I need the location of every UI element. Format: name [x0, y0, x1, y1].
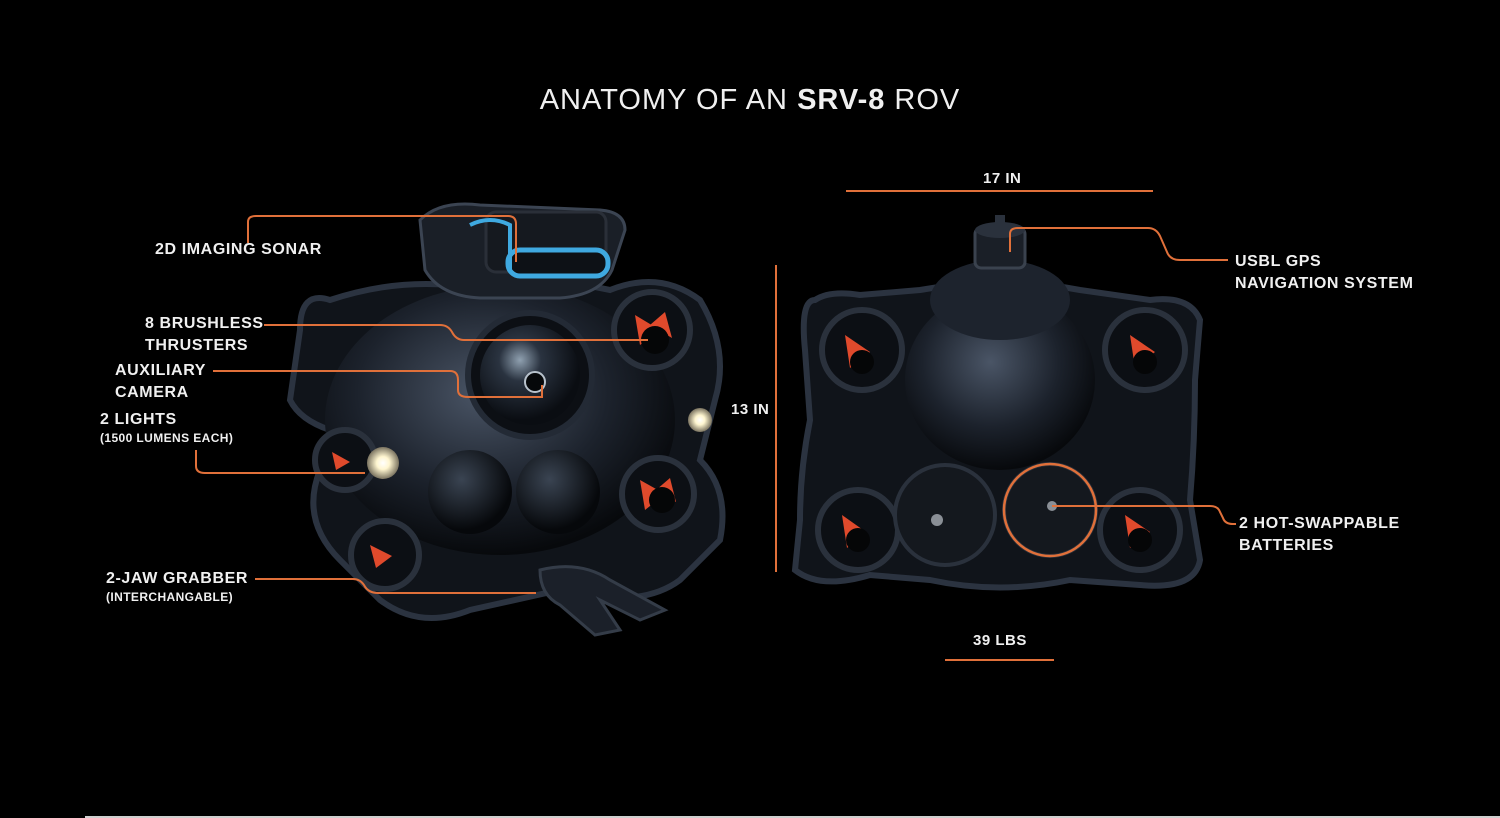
light-left [367, 447, 399, 479]
label-grabber: 2-JAW GRABBER (INTERCHANGABLE) [106, 568, 248, 604]
camera-leader [213, 370, 543, 398]
label-thrusters-line1: 8 BRUSHLESS [145, 315, 264, 332]
label-camera-line2: CAMERA [115, 384, 189, 401]
label-lights: 2 LIGHTS (1500 LUMENS EACH) [100, 409, 233, 445]
label-batteries-line2: BATTERIES [1239, 537, 1334, 554]
rov-rear-view [791, 215, 1204, 591]
lights-leader [195, 450, 365, 474]
thruster-left [312, 427, 378, 493]
label-sonar-text: 2D IMAGING SONAR [155, 241, 322, 258]
dimension-width: 17 IN [983, 170, 1022, 187]
battery-highlight [1002, 462, 1098, 558]
label-sonar: 2D IMAGING SONAR [155, 239, 322, 261]
thruster-rear-lower-left [815, 487, 901, 573]
light-right [688, 408, 712, 432]
dimension-weight: 39 LBS [973, 632, 1027, 649]
thruster-rear-upper-left [819, 307, 905, 393]
thrusters-leader [264, 324, 648, 341]
label-usbl-line2: NAVIGATION SYSTEM [1235, 275, 1414, 292]
label-thrusters: 8 BRUSHLESS THRUSTERS [145, 313, 264, 357]
sonar-leader [247, 215, 517, 262]
label-batteries-line1: 2 HOT-SWAPPABLE [1239, 515, 1400, 532]
label-batteries: 2 HOT-SWAPPABLE BATTERIES [1239, 513, 1400, 557]
grabber [538, 565, 669, 637]
title-model: SRV-8 [797, 84, 886, 116]
label-camera-line1: AUXILIARY [115, 362, 207, 379]
label-usbl-line1: USBL GPS [1235, 253, 1322, 270]
battery-left [893, 463, 997, 567]
label-grabber-line1: 2-JAW GRABBER [106, 570, 249, 587]
thruster-rear-upper-right [1102, 307, 1188, 393]
label-lights-line1: 2 LIGHTS [100, 411, 177, 428]
batteries-leader [1052, 505, 1236, 525]
label-camera: AUXILIARY CAMERA [115, 360, 206, 404]
title-suffix: ROV [894, 84, 961, 116]
grabber-leader [255, 578, 536, 594]
page-title: ANATOMY OF AN SRV-8 ROV [0, 84, 1500, 117]
label-thrusters-line2: THRUSTERS [145, 337, 249, 354]
usbl-leader [1009, 227, 1228, 261]
label-usbl: USBL GPS NAVIGATION SYSTEM [1235, 251, 1414, 295]
thruster-lower-right [619, 455, 697, 533]
callout-lines [195, 190, 1236, 661]
rov-front-view [286, 202, 726, 637]
label-lights-sub: (1500 LUMENS EACH) [100, 431, 234, 445]
thruster-rear-lower-right [1097, 487, 1183, 573]
title-prefix: ANATOMY OF AN [539, 84, 788, 116]
usbl-unit [973, 215, 1027, 270]
thruster-lower-left [348, 518, 422, 592]
thruster-upper-right [611, 289, 693, 371]
label-grabber-sub: (INTERCHANGABLE) [106, 590, 234, 604]
sonar-highlight [505, 247, 611, 279]
bottom-divider [85, 816, 1500, 818]
dimension-height: 13 IN [731, 401, 770, 418]
